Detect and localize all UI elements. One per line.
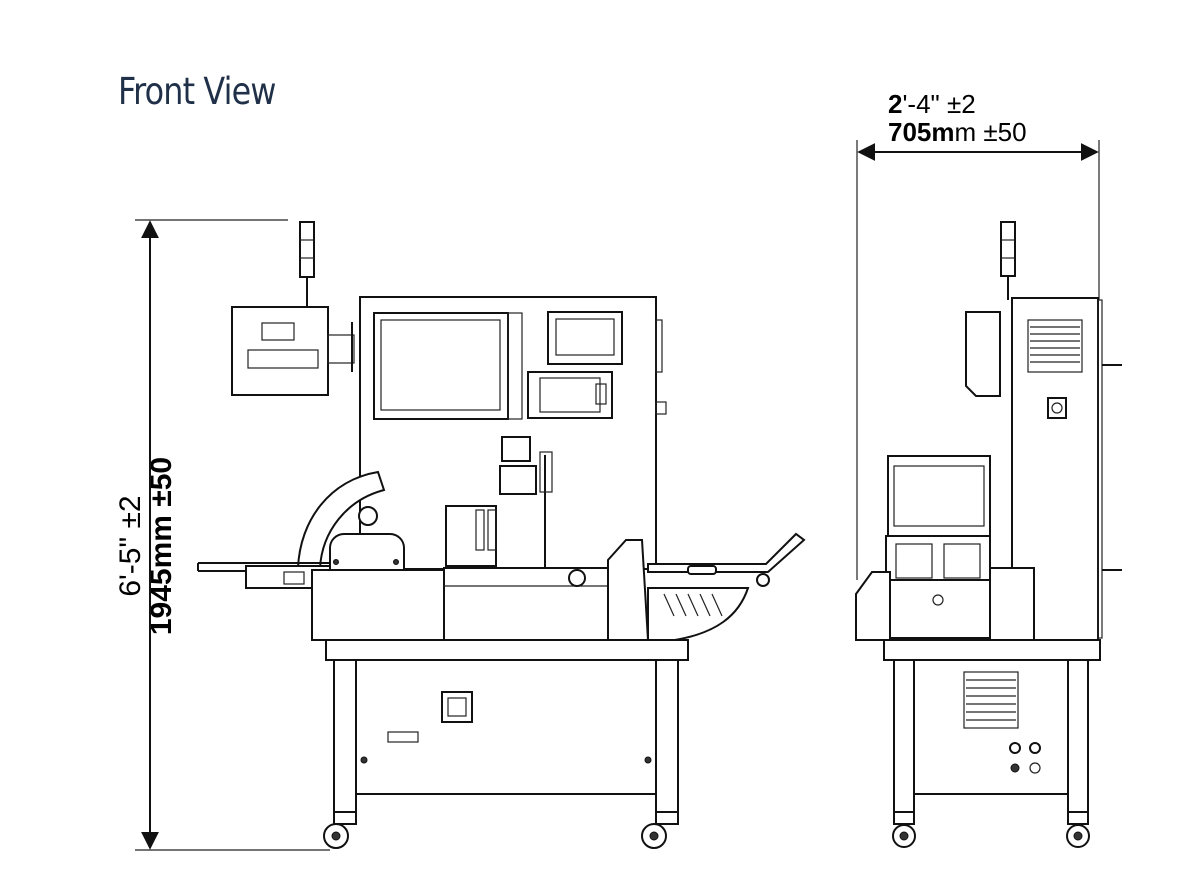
- lower-cabinet: [355, 659, 657, 795]
- side-caster-right: [1066, 811, 1090, 848]
- main-screen-icon: [373, 312, 509, 420]
- front-view-machine: [197, 221, 806, 849]
- side-lower-cabinet: [913, 659, 1069, 795]
- printer-unit-icon: [527, 371, 613, 419]
- front-caster-right: [641, 811, 679, 849]
- side-view-machine: [855, 221, 1122, 848]
- outfeed-conveyor: [647, 532, 806, 573]
- page-title: Front View: [118, 70, 276, 113]
- width-metric: 705mm ±50: [888, 117, 1027, 147]
- width-dimension-label: 2'-4" ±2 705mm ±50: [888, 90, 1027, 146]
- secondary-screen-icon: [547, 311, 623, 365]
- label-arm-icon: [296, 470, 386, 569]
- height-dimension-line: [135, 219, 330, 851]
- side-table-top: [883, 639, 1101, 661]
- width-dimension-line: [856, 140, 1100, 580]
- control-box: [231, 306, 329, 396]
- signal-tower-icon: [299, 221, 315, 306]
- side-caster-left: [892, 811, 916, 848]
- side-switch-icon: [1047, 397, 1067, 419]
- width-imperial: 2'-4" ±2: [888, 89, 976, 119]
- side-signal-tower-icon: [1000, 221, 1016, 300]
- front-caster-left: [323, 811, 357, 849]
- table-top: [325, 639, 689, 661]
- side-vent-icon: [1027, 319, 1083, 373]
